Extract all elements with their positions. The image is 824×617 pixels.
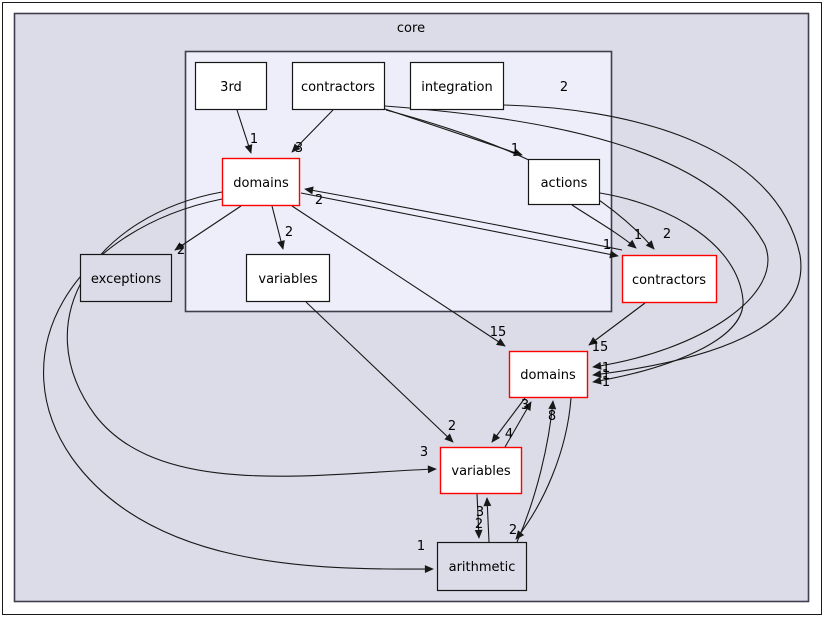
node-contractors-inner[interactable]: contractors (291, 61, 386, 111)
node-arithmetic-box[interactable] (436, 541, 528, 592)
edge-label-domainsin-contractors[interactable]: 1 (603, 238, 611, 253)
node-3rd[interactable]: 3rd (194, 61, 268, 111)
edge-label-3rd-domains[interactable]: 1 (250, 132, 258, 147)
node-integration-box[interactable] (409, 61, 505, 111)
nodes: 3rd contractors integration actions doma… (79, 61, 718, 592)
edge-labels: 1 3 1 2 1 1 1 1 2 2 15 1 2 3 1 15 2 4 3 … (177, 132, 671, 554)
node-exceptions-label: exceptions (91, 272, 162, 287)
node-contractors[interactable]: contractors (621, 254, 718, 304)
node-variables[interactable]: variables (439, 446, 523, 495)
node-variables-inner-box[interactable] (245, 253, 331, 303)
node-exceptions[interactable]: exceptions (79, 253, 173, 303)
edge-label-domainsin-domains[interactable]: 15 (490, 325, 507, 340)
node-arithmetic[interactable]: arithmetic (436, 541, 528, 592)
cluster-inner-label: 2 (560, 80, 568, 95)
edge-label-domainsin-variablesin[interactable]: 2 (285, 225, 293, 240)
node-domains-inner-box[interactable] (221, 157, 301, 207)
edge-label-domains-arithmetic[interactable]: 2 (509, 523, 517, 538)
edge-variables-to-domains (504, 401, 532, 448)
edge-domains-to-arithmetic (515, 397, 572, 540)
node-integration[interactable]: integration (409, 61, 505, 111)
edge-domains-inner-to-exceptions (174, 205, 242, 251)
edge-contractors-inner-to-domains-inner (291, 109, 334, 153)
node-variables-inner[interactable]: variables (245, 253, 331, 303)
node-actions[interactable]: actions (527, 158, 601, 206)
edge-label-contractorsin-domainsouter[interactable]: 1 (602, 361, 610, 376)
node-variables-label: variables (451, 464, 510, 479)
edge-3rd-to-domains-inner (236, 109, 253, 154)
edge-label-variables-domains[interactable]: 3 (521, 398, 529, 413)
edge-label-domainsin-exceptions[interactable]: 2 (177, 243, 185, 258)
edge-domains-to-variables (491, 397, 526, 443)
node-integration-label: integration (421, 80, 492, 95)
edge-label-domainsin-arithmetic[interactable]: 1 (417, 539, 425, 554)
edge-contractors-inner-to-domains (384, 105, 769, 370)
node-domains-inner-label: domains (233, 176, 289, 191)
edge-label-contractorsin-domains[interactable]: 3 (295, 141, 303, 156)
edge-label-integration-domains[interactable]: 1 (602, 368, 610, 383)
edge-domains-inner-to-variables (66, 191, 437, 477)
edge-variables-to-arithmetic (474, 493, 483, 539)
edge-integration-to-domains (503, 104, 802, 378)
edge-domains-inner-to-contractors (300, 192, 619, 259)
node-domains[interactable]: domains (508, 350, 589, 399)
node-actions-label: actions (541, 176, 588, 191)
edge-label-variables-arithmetic[interactable]: 2 (475, 517, 483, 532)
node-variables-box[interactable] (439, 446, 523, 495)
edge-actions-to-contractors (571, 204, 637, 249)
edge-label-domainsin-variables[interactable]: 3 (420, 445, 428, 460)
edge-actions-to-domains (592, 192, 744, 385)
node-actions-box[interactable] (527, 158, 601, 206)
node-variables-inner-label: variables (258, 272, 317, 287)
cluster-core-label: core (397, 21, 425, 36)
edge-label-arithmetic-variables[interactable]: 3 (476, 505, 484, 520)
node-3rd-box[interactable] (194, 61, 268, 111)
edge-label-actions-contractors[interactable]: 1 (634, 228, 642, 243)
edge-variables-inner-to-variables (305, 301, 454, 443)
node-3rd-label: 3rd (220, 80, 242, 95)
edge-contractors-to-domains (588, 302, 646, 346)
node-contractors-inner-box[interactable] (291, 61, 386, 111)
edge-label-domains-variables[interactable]: 4 (505, 427, 513, 442)
edge-label-contractors-domains[interactable]: 15 (592, 340, 609, 355)
edge-label-actions-domains[interactable]: 1 (602, 375, 610, 390)
edge-contractors-to-domains-inner (304, 186, 623, 251)
node-contractors-label: contractors (632, 273, 706, 288)
edge-label-variablesin-variables[interactable]: 2 (448, 419, 456, 434)
edge-arithmetic-to-variables (483, 497, 492, 543)
node-domains-box[interactable] (508, 350, 589, 399)
edge-domains-inner-to-domains (291, 205, 506, 347)
edge-label-contractorsin-actions[interactable]: 1 (511, 142, 519, 157)
edge-domains-inner-to-arithmetic (43, 198, 434, 574)
node-exceptions-box[interactable] (79, 253, 173, 303)
node-domains-label: domains (520, 368, 576, 383)
edge-domains-inner-to-variables-inner (271, 205, 285, 250)
node-arithmetic-label: arithmetic (449, 560, 516, 575)
edge-label-arithmetic-domains[interactable]: 8 (548, 409, 556, 424)
node-contractors-box[interactable] (621, 254, 718, 304)
node-contractors-inner-label: contractors (301, 80, 375, 95)
edge-label-contractors-domainsin[interactable]: 2 (315, 193, 323, 208)
node-domains-inner[interactable]: domains (221, 157, 301, 207)
edge-label-contractorsin-contractors[interactable]: 2 (663, 227, 671, 242)
edge-arithmetic-to-domains (516, 400, 557, 543)
